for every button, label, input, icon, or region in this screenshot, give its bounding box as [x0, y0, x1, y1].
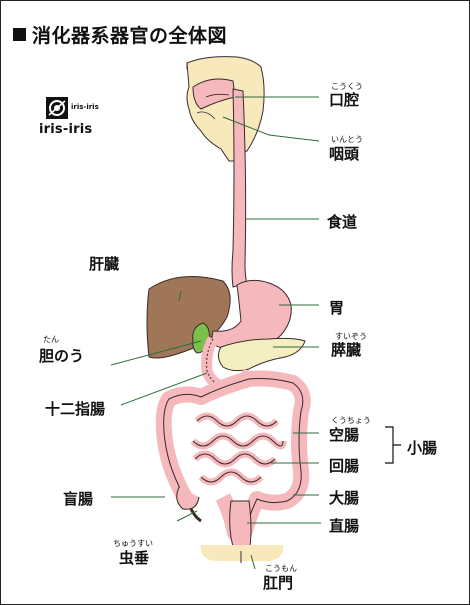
buttocks-shape — [200, 545, 284, 561]
pancreas-label: 膵臓 — [331, 341, 362, 359]
oral-cavity — [192, 78, 236, 110]
small-intestine-label: 小腸 — [407, 439, 438, 457]
rectum-label: 直腸 — [329, 517, 360, 535]
iris-logo-icon — [46, 97, 68, 119]
appendix-label: 虫垂 — [119, 549, 150, 567]
head-outline — [186, 56, 265, 162]
pancreas-shape — [217, 337, 306, 372]
gallbladder-label: 胆のう — [39, 347, 85, 365]
page-title: 消化器系器官の全体図 — [13, 21, 227, 48]
large-intestine-label: 大腸 — [329, 489, 360, 507]
pharynx-ruby: いんとう — [331, 135, 363, 144]
jejunum-label: 空腸 — [329, 426, 360, 444]
anus-ruby: こうもん — [265, 564, 297, 573]
cecum-label: 盲腸 — [63, 490, 94, 508]
mouth-ruby: こうくう — [331, 82, 363, 91]
duodenum-label: 十二指腸 — [45, 400, 106, 418]
logo-small-text: iris-iris — [71, 103, 99, 111]
stomach-label: 胃 — [329, 299, 345, 317]
mouth-label: 口腔 — [329, 91, 360, 109]
esophagus-label: 食道 — [327, 213, 358, 231]
liver-label: 肝臓 — [89, 255, 120, 273]
title-square-icon — [13, 28, 26, 41]
pancreas-ruby: すいぞう — [335, 332, 367, 341]
title-text: 消化器系器官の全体図 — [32, 25, 228, 47]
anus-label: 肛門 — [263, 574, 294, 592]
logo-text: iris-iris — [39, 122, 93, 137]
appendix-ruby: ちゅうすい — [113, 539, 153, 548]
appendix-shape — [189, 508, 202, 523]
small-intestine-coils — [190, 412, 287, 486]
pharynx-label: 咽頭 — [329, 145, 360, 163]
jejunum-ruby: くうちょう — [331, 416, 371, 425]
small-intestine-bracket — [385, 426, 401, 464]
leader-lines — [110, 96, 321, 570]
ileum-label: 回腸 — [329, 457, 360, 475]
gallbladder-ruby: たん — [43, 335, 59, 344]
cecum-shape — [176, 486, 200, 510]
